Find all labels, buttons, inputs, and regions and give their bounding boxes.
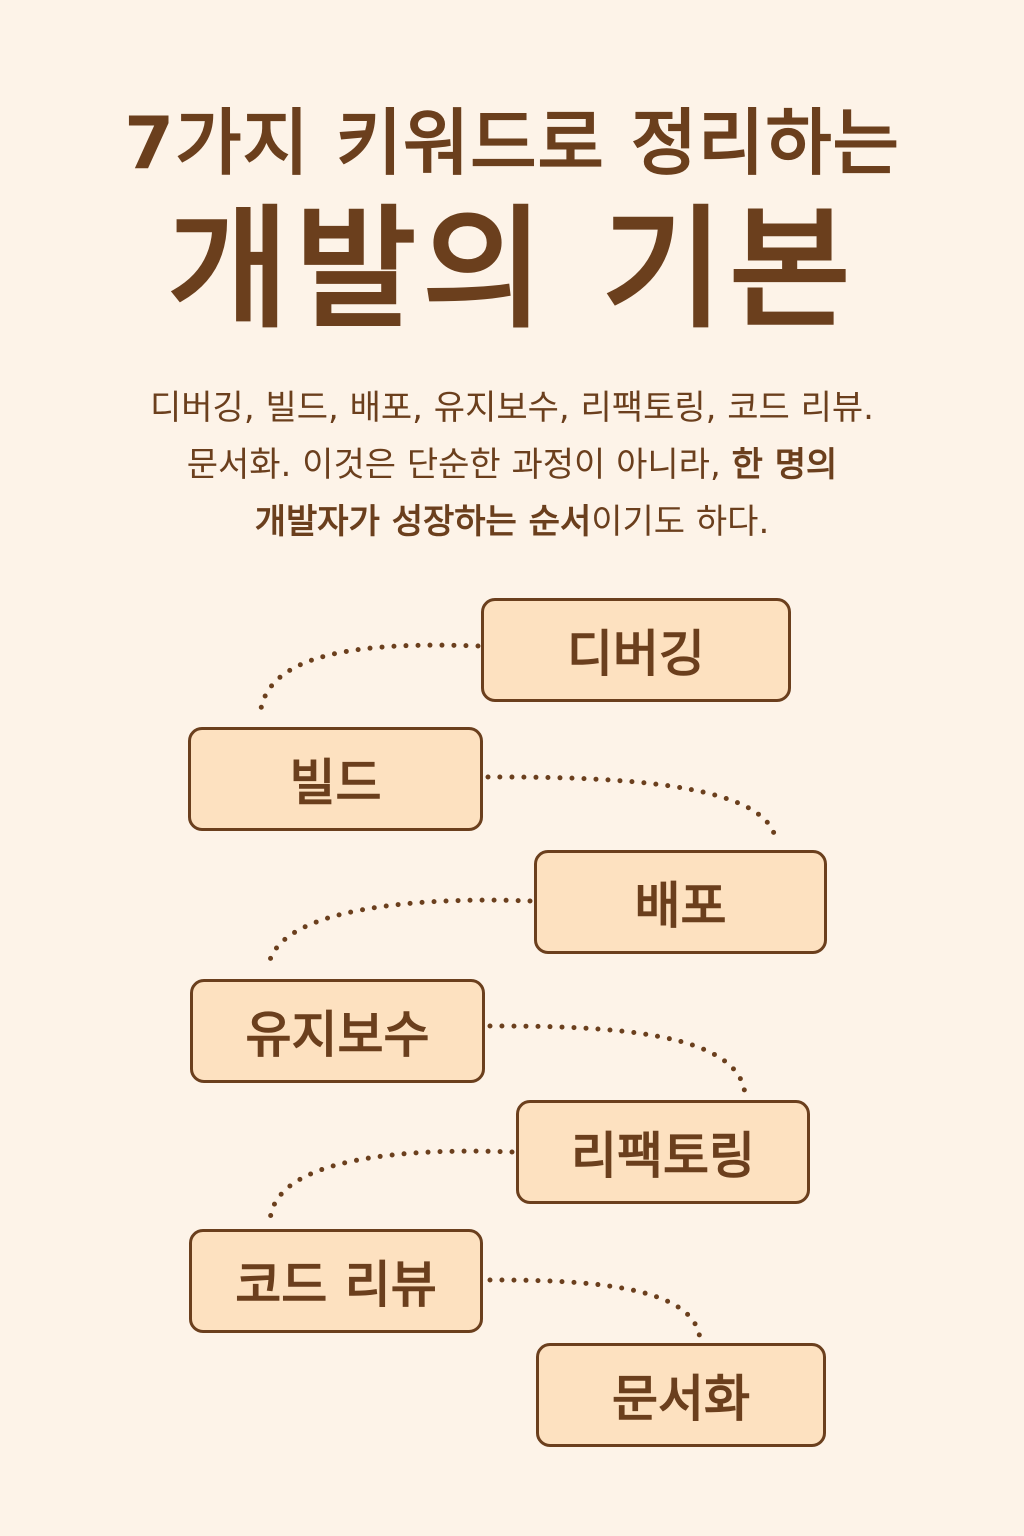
step-debugging-label: 디버깅 (567, 625, 705, 683)
connector-build-deploy (485, 774, 779, 845)
step-documentation-label: 문서화 (612, 1370, 750, 1428)
title-line-2: 개발의 기본 (167, 193, 857, 347)
intro-line-3-bold: 개발자가 성장하는 순서 (254, 502, 592, 542)
intro-text: 디버깅, 빌드, 배포, 유지보수, 리팩토링, 코드 리뷰. 문서화. 이것은… (110, 380, 914, 551)
step-build-label: 빌드 (289, 754, 382, 812)
step-refactoring-label: 리팩토링 (571, 1127, 755, 1185)
intro-line-1: 디버깅, 빌드, 배포, 유지보수, 리팩토링, 코드 리뷰. (149, 388, 874, 428)
step-documentation: 문서화 (536, 1343, 826, 1447)
intro-line-2-bold: 한 명의 (731, 445, 838, 485)
step-maintenance-label: 유지보수 (245, 1006, 430, 1064)
connector-maintenance-refactoring (487, 1023, 748, 1098)
title-line-1: 7가지 키워드로 정리하는 (124, 101, 900, 185)
connector-deploy-maintenance (265, 897, 533, 973)
connector-refactoring-codereview (267, 1148, 515, 1225)
step-maintenance: 유지보수 (190, 979, 485, 1083)
step-debugging: 디버깅 (481, 598, 791, 702)
step-deploy: 배포 (534, 850, 827, 954)
intro-line-2-plain: 문서화. 이것은 단순한 과정이 아니라, (186, 445, 732, 485)
connector-debugging-build (257, 642, 481, 721)
step-build: 빌드 (188, 727, 483, 831)
step-code-review-label: 코드 리뷰 (235, 1256, 437, 1314)
connector-codereview-docs (487, 1277, 703, 1343)
step-refactoring: 리팩토링 (516, 1100, 810, 1204)
step-code-review: 코드 리뷰 (189, 1229, 483, 1333)
intro-line-3-plain: 이기도 하다. (591, 502, 770, 542)
step-deploy-label: 배포 (634, 877, 727, 935)
